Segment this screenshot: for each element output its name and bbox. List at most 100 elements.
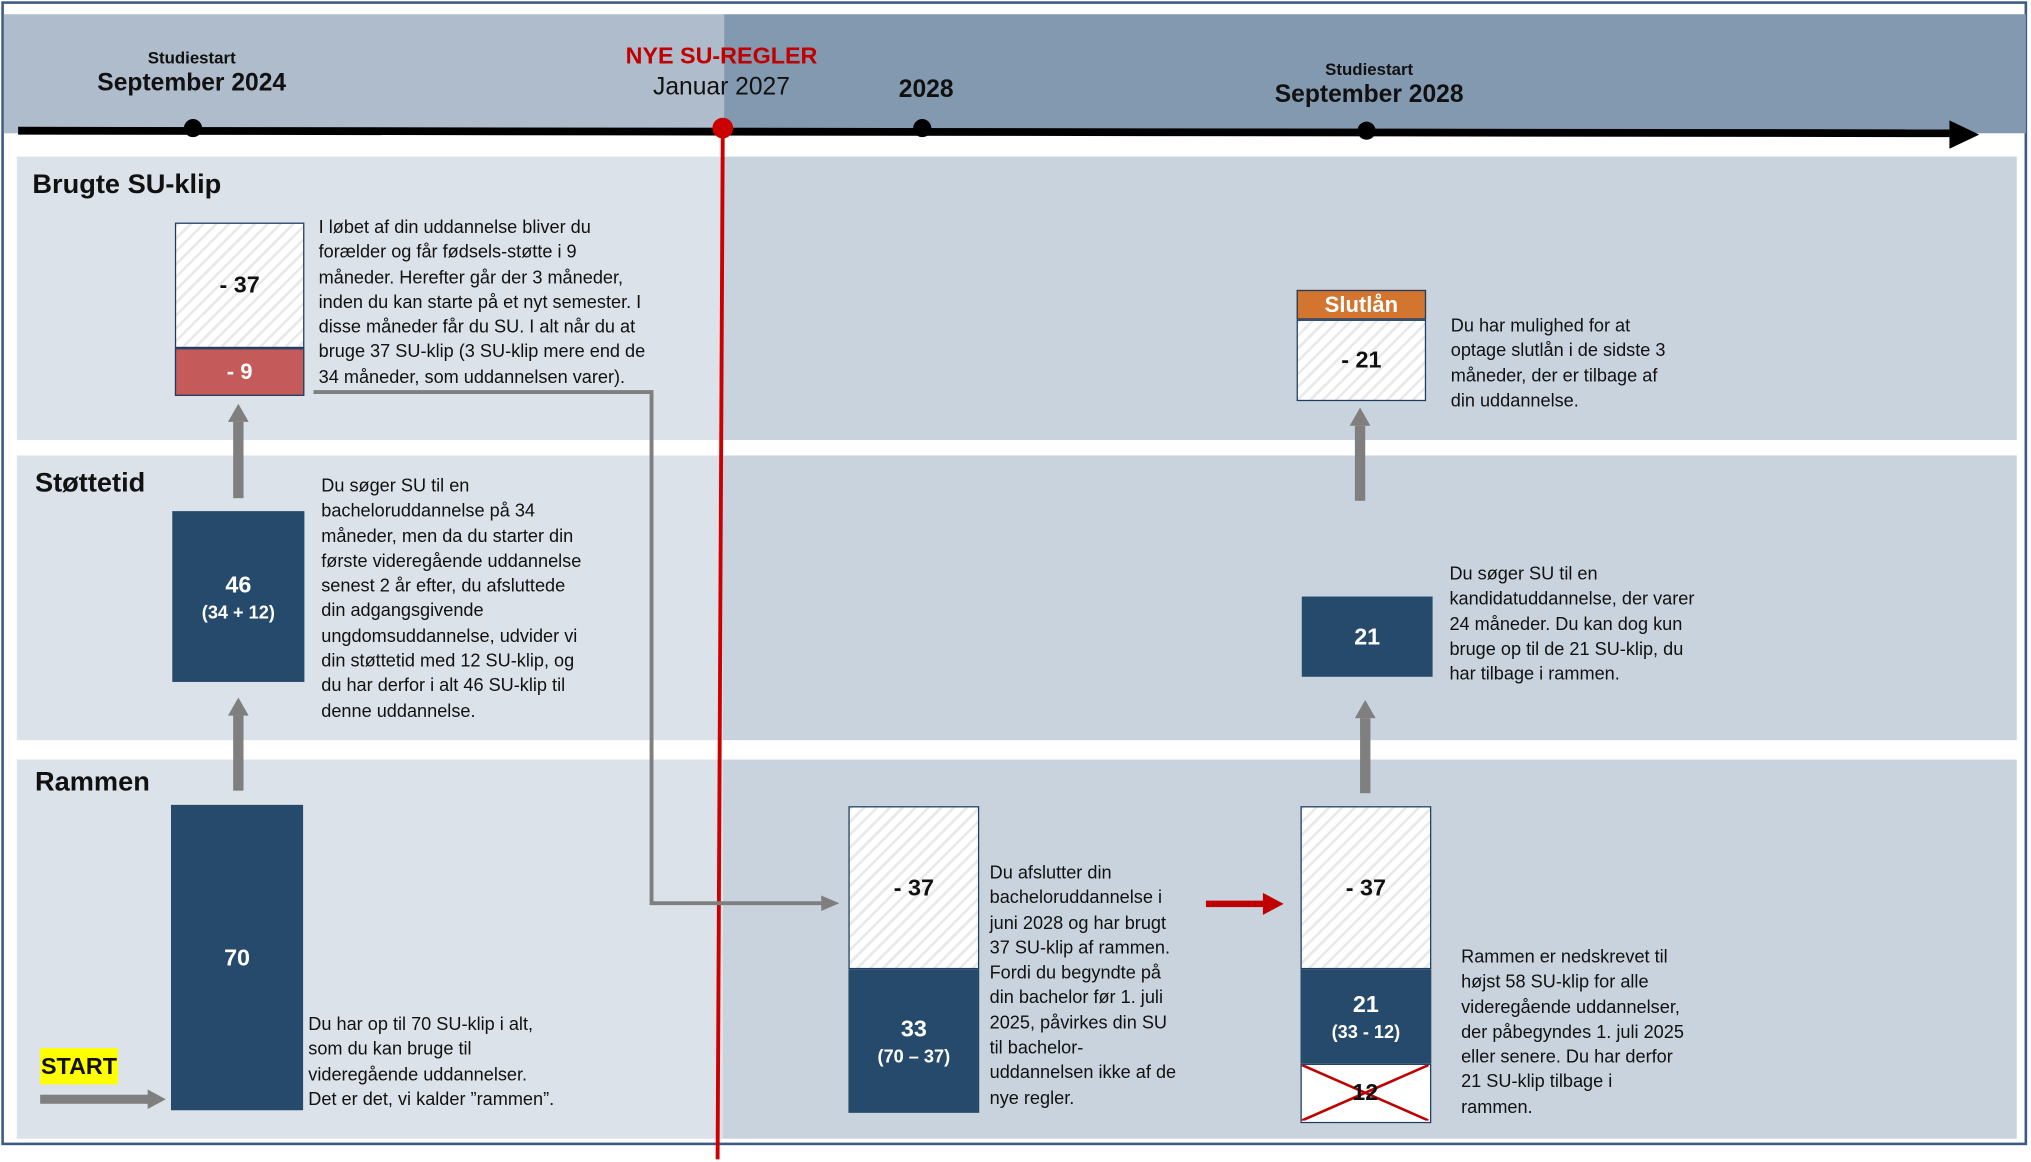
text-line: 37 SU-klip af rammen. bbox=[989, 936, 1171, 958]
text-line: til bachelor- bbox=[989, 1036, 1084, 1058]
text-line: Du søger SU til en bbox=[1449, 562, 1598, 584]
text-line: din støttetid med 12 SU-klip, og bbox=[321, 649, 575, 671]
text-line: 24 måneder. Du kan dog kun bbox=[1449, 612, 1683, 634]
start-label: START bbox=[40, 1048, 118, 1085]
text-line: optage slutlån i de sidste 3 bbox=[1450, 339, 1666, 361]
slutlan-minus-21-box: - 21 bbox=[1296, 319, 1427, 402]
row-title-stottetid: Støttetid bbox=[34, 468, 146, 499]
text-line: bacheloruddannelse på 34 bbox=[321, 499, 535, 521]
timeline-point-sep-2024: Studiestart September 2024 bbox=[62, 48, 321, 98]
text-line: måneder, men da du starter din bbox=[321, 524, 574, 546]
description-brugte: I løbet af din uddannelse bliver du foræ… bbox=[319, 215, 695, 390]
mid-33-box: 33 (70 – 37) bbox=[848, 969, 980, 1113]
text-line: bacheloruddannelse i bbox=[989, 886, 1163, 908]
rammen-70-box: 70 bbox=[170, 804, 304, 1111]
timeline-new-rules-label: NYE SU-REGLER bbox=[625, 42, 818, 69]
box-value: 21 bbox=[1354, 623, 1381, 649]
text-line: juni 2028 og har brugt bbox=[989, 911, 1167, 933]
box-value: 21 bbox=[1352, 991, 1379, 1018]
header-band-right bbox=[724, 14, 2026, 134]
row-title-brugte: Brugte SU-klip bbox=[32, 169, 222, 200]
text-line: Du søger SU til en bbox=[321, 474, 470, 496]
text-line: ungdomsuddannelse, udvider vi bbox=[321, 624, 578, 646]
description-right: Rammen er nedskrevet til højst 58 SU-kli… bbox=[1461, 945, 1772, 1120]
arrow-up-rammen-to-kandidat bbox=[1354, 700, 1376, 794]
arrow-up-kandidat-to-slutlan bbox=[1349, 407, 1371, 501]
text-line: disse måneder får du SU. I alt når du at bbox=[318, 315, 636, 337]
timeline-date-label: Januar 2027 bbox=[653, 73, 790, 101]
brugte-minus-37-box: - 37 bbox=[174, 222, 305, 349]
brugte-minus-9-box: - 9 bbox=[174, 348, 305, 396]
text-line: 21 SU-klip tilbage i bbox=[1461, 1070, 1613, 1092]
new-rules-line bbox=[715, 126, 725, 1160]
text-line: eller senere. Du har derfor bbox=[1461, 1045, 1673, 1067]
text-line: 2025, påvirkes din SU bbox=[989, 1011, 1168, 1033]
timeline-point-sep-2028: Studiestart September 2028 bbox=[1240, 60, 1499, 110]
description-slutlan: Du har mulighed for at optage slutlån i … bbox=[1451, 313, 1762, 413]
timeline-dot-sep-2028 bbox=[1357, 121, 1376, 140]
stottetid-46-box: 46 (34 + 12) bbox=[172, 511, 305, 682]
text-line: din bachelor før 1. juli bbox=[989, 986, 1163, 1008]
box-value: 12 bbox=[1352, 1079, 1379, 1106]
timeline-point-2028: 2028 bbox=[835, 76, 1016, 104]
timeline-small-label: Studiestart bbox=[1325, 59, 1414, 79]
text-line: første videregående uddannelse bbox=[321, 549, 582, 571]
kandidat-21-box: 21 bbox=[1301, 596, 1433, 677]
description-rammen: Du har op til 70 SU-klip i alt, som du k… bbox=[308, 1012, 632, 1112]
text-line: videregående uddannelser, bbox=[1461, 995, 1680, 1017]
row-band-rammen-left bbox=[16, 759, 723, 1139]
description-kandidat: Du søger SU til en kandidatuddannelse, d… bbox=[1449, 562, 1760, 687]
text-line: uddannelsen ikke af de bbox=[989, 1061, 1177, 1083]
text-line: højst 58 SU-klip for alle bbox=[1461, 970, 1649, 992]
description-stottetid: Du søger SU til en bacheloruddannelse på… bbox=[321, 474, 658, 724]
text-line: som du kan bruge til bbox=[308, 1038, 472, 1059]
text-line: din adgangsgivende bbox=[321, 599, 484, 621]
text-line: har tilbage i rammen. bbox=[1449, 662, 1620, 684]
text-line: din uddannelse. bbox=[1450, 389, 1579, 411]
text-line: Rammen er nedskrevet til bbox=[1461, 945, 1668, 967]
mid-minus-37-box: - 37 bbox=[848, 806, 980, 970]
text-line: rammen. bbox=[1461, 1095, 1533, 1117]
timeline-small-label: Studiestart bbox=[147, 47, 236, 68]
slutlan-header: Slutlån bbox=[1296, 289, 1427, 320]
text-line: kandidatuddannelse, der varer bbox=[1449, 587, 1695, 609]
text-line: Du har mulighed for at bbox=[1450, 314, 1631, 336]
timeline-big-label: 2028 bbox=[898, 76, 954, 104]
red-arrow bbox=[1205, 892, 1284, 915]
text-line: måneder, der er tilbage af bbox=[1450, 364, 1658, 386]
header-band-left bbox=[3, 14, 725, 134]
timeline-dot-new-rules bbox=[712, 117, 734, 139]
text-line: Du har op til 70 SU-klip i alt, bbox=[308, 1013, 534, 1034]
right-12-crossed-box: 12 bbox=[1300, 1063, 1432, 1124]
cross-out-icon bbox=[1301, 1064, 1429, 1121]
timeline-big-label: September 2028 bbox=[1274, 81, 1464, 109]
text-line: bruge 37 SU-klip (3 SU-klip mere end de bbox=[318, 340, 646, 362]
start-arrow bbox=[40, 1089, 166, 1109]
description-mid: Du afslutter din bacheloruddannelse i ju… bbox=[990, 861, 1210, 1111]
timeline-arrowhead bbox=[1949, 120, 1980, 149]
timeline-dot-2028 bbox=[913, 119, 932, 138]
box-subvalue: (33 - 12) bbox=[1331, 1020, 1401, 1042]
elbow-connector bbox=[313, 390, 840, 911]
arrow-up-rammen-to-stottetid bbox=[227, 697, 249, 791]
right-21-box: 21 (33 - 12) bbox=[1300, 969, 1432, 1064]
timeline-point-jan-2027: NYE SU-REGLER Januar 2027 bbox=[592, 43, 851, 103]
box-value: 46 bbox=[225, 571, 252, 598]
text-line: denne uddannelse. bbox=[321, 699, 476, 721]
timeline-axis bbox=[18, 126, 1950, 138]
text-line: nye regler. bbox=[989, 1086, 1075, 1108]
text-line: inden du kan starte på et nyt semester. … bbox=[318, 291, 642, 312]
box-subvalue: (70 – 37) bbox=[877, 1045, 951, 1067]
text-line: Du afslutter din bbox=[989, 861, 1112, 883]
arrow-up-stottetid-to-brugte bbox=[227, 403, 249, 499]
text-line: I løbet af din uddannelse bliver du bbox=[318, 216, 591, 237]
text-line: måneder. Herefter går der 3 måneder, bbox=[318, 266, 624, 287]
text-line: senest 2 år efter, du afsluttede bbox=[321, 574, 566, 596]
row-title-rammen: Rammen bbox=[34, 767, 150, 798]
text-line: Fordi du begyndte på bbox=[989, 961, 1162, 983]
box-value: 33 bbox=[900, 1015, 927, 1042]
